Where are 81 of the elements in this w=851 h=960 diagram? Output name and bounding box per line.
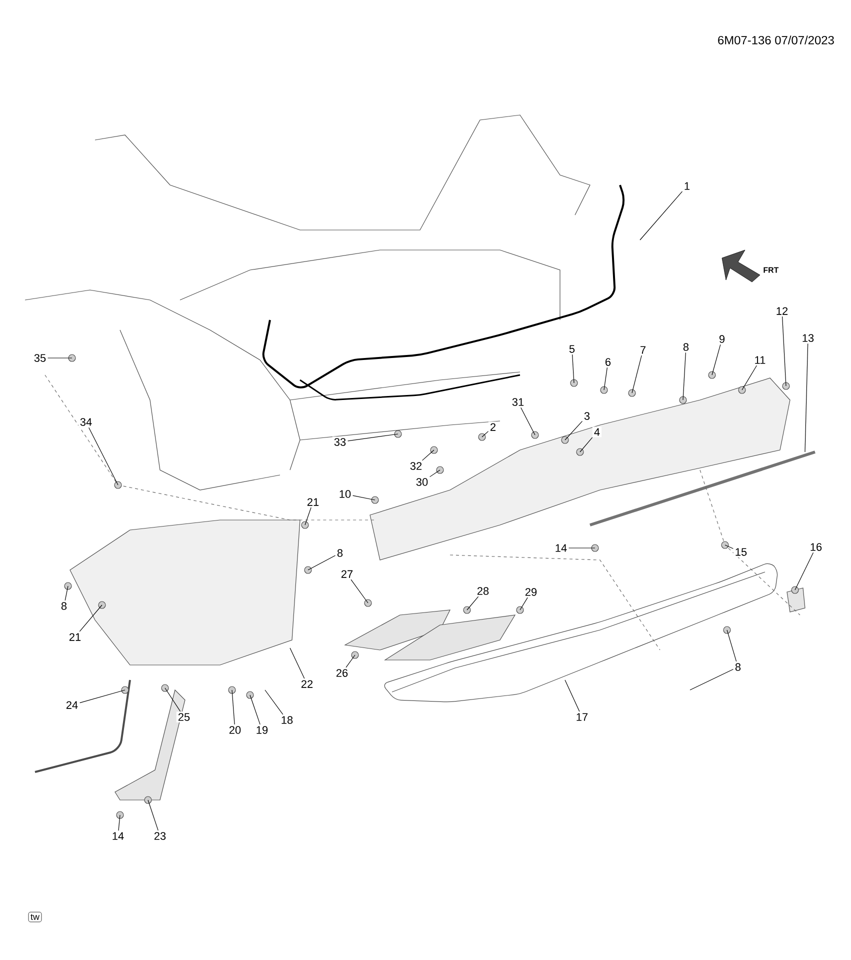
leader-line <box>347 434 398 442</box>
callout-number: 4 <box>592 426 602 438</box>
callout-number: 14 <box>553 542 569 554</box>
callout-number: 19 <box>254 724 270 736</box>
callout-number: 21 <box>305 496 321 508</box>
leader-line <box>726 630 737 662</box>
callout-number: 5 <box>567 344 577 354</box>
callout-number: 22 <box>299 678 315 690</box>
leader-line <box>640 191 683 240</box>
leader-line <box>580 437 593 452</box>
leader-line <box>572 354 574 384</box>
callout-number: 13 <box>800 332 816 344</box>
callout-number: 7 <box>638 344 648 356</box>
leader-line <box>80 690 126 704</box>
leader-line <box>604 367 608 390</box>
callout-number: 15 <box>733 546 749 558</box>
leader-line <box>88 427 118 486</box>
callout-number: 11 <box>752 354 768 366</box>
leader-line <box>264 690 284 715</box>
leader-line <box>232 690 235 725</box>
callout-number: 24 <box>64 700 80 710</box>
callout-number: 21 <box>67 632 83 642</box>
leader-line <box>794 552 814 590</box>
callout-number: 1 <box>682 180 692 192</box>
callout-number: 32 <box>408 460 424 472</box>
leader-line <box>290 648 305 679</box>
callout-number: 31 <box>510 396 526 408</box>
leader-line <box>118 814 120 831</box>
leader-line <box>782 316 786 386</box>
leader-line <box>164 688 181 712</box>
callout-number: 8 <box>335 548 345 558</box>
leader-line <box>350 579 368 604</box>
leader-line <box>148 800 158 831</box>
callout-number: 2 <box>488 422 498 432</box>
callout-number: 8 <box>59 600 69 612</box>
leader-line <box>79 604 102 632</box>
callout-number: 26 <box>334 668 350 678</box>
date-code-label: 6M07-136 07/07/2023 <box>718 36 834 44</box>
callout-number: 33 <box>332 436 348 448</box>
callout-number: 9 <box>717 334 727 344</box>
leader-line <box>804 343 808 452</box>
leader-line <box>64 586 68 601</box>
callout-number: 3 <box>582 410 592 422</box>
callout-number: 17 <box>574 712 590 722</box>
callout-number: 27 <box>339 568 355 580</box>
view-code-badge: tw <box>28 912 42 922</box>
leader-line <box>304 507 312 526</box>
leader-line <box>564 680 580 712</box>
callout-number: 8 <box>681 342 691 352</box>
leader-line <box>346 654 356 668</box>
leader-line <box>682 352 686 400</box>
callout-number: 10 <box>337 488 353 500</box>
leader-line <box>466 596 479 610</box>
leader-line <box>742 365 758 390</box>
callout-number: 14 <box>110 830 126 842</box>
leader-line <box>250 694 260 725</box>
callout-number: 12 <box>774 306 790 316</box>
leader-line <box>632 355 642 394</box>
leader-line <box>520 407 536 436</box>
leader-line <box>564 420 583 440</box>
leader-line <box>712 344 721 376</box>
leader-line <box>352 495 376 500</box>
leader-line <box>690 668 734 690</box>
leader-line <box>482 431 489 438</box>
leader-line <box>429 470 440 478</box>
callout-number: 29 <box>523 586 539 598</box>
callout-number: 34 <box>78 416 94 428</box>
callout-number: 8 <box>733 662 743 672</box>
callout-number: 23 <box>152 830 168 842</box>
leader-line <box>520 597 528 610</box>
callout-number: 28 <box>475 586 491 596</box>
leader-line <box>422 450 434 461</box>
callout-number: 30 <box>414 476 430 488</box>
callout-number: 16 <box>808 542 824 552</box>
callout-number: 35 <box>32 352 48 364</box>
leader-line <box>724 544 734 549</box>
leader-line <box>308 555 336 570</box>
callout-number: 25 <box>176 712 192 722</box>
callout-number: 18 <box>279 714 295 726</box>
callout-number: 20 <box>227 724 243 736</box>
callout-number: 6 <box>603 356 613 368</box>
